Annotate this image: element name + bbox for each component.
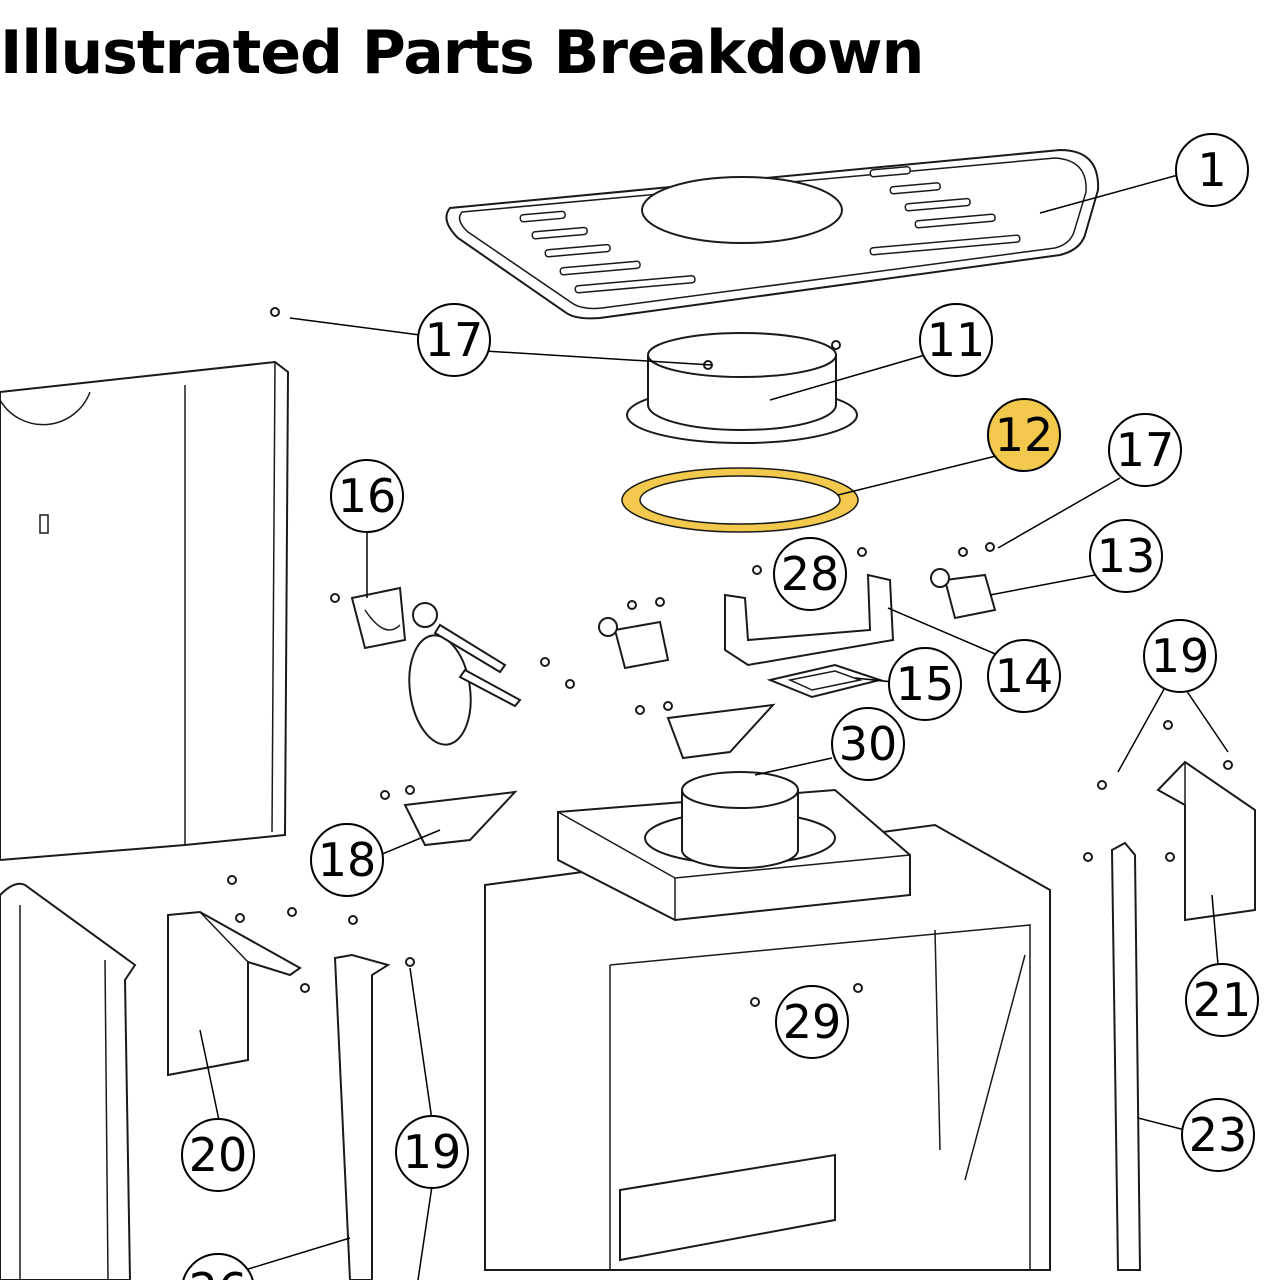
screws	[227, 307, 1233, 1007]
svg-text:26: 26	[189, 1263, 248, 1280]
callout-30[interactable]: 30	[831, 707, 905, 781]
callout-18[interactable]: 18	[310, 823, 384, 897]
part-damper-assembly[interactable]	[350, 586, 522, 749]
part-gasket-highlighted[interactable]	[621, 467, 859, 533]
part-bracket-13[interactable]	[930, 568, 997, 620]
part-small-gasket[interactable]	[766, 663, 884, 699]
svg-text:15: 15	[896, 657, 955, 711]
part-flue-collar[interactable]	[626, 332, 858, 444]
callout-12-highlighted[interactable]: 12	[987, 398, 1061, 472]
callout-21[interactable]: 21	[1185, 963, 1259, 1037]
callout-15[interactable]: 15	[888, 647, 962, 721]
part-vertical-post-left[interactable]	[333, 953, 391, 1280]
svg-text:29: 29	[783, 995, 842, 1049]
svg-text:17: 17	[1116, 423, 1175, 477]
page-title: Illustrated Parts Breakdown	[0, 18, 924, 88]
svg-text:19: 19	[1151, 629, 1210, 683]
callout-26[interactable]: 26	[182, 1253, 254, 1280]
part-bracket-left[interactable]	[598, 617, 670, 670]
callout-11[interactable]: 11	[919, 303, 993, 377]
callout-23[interactable]: 23	[1181, 1098, 1255, 1172]
part-bracket-21[interactable]	[1156, 760, 1256, 922]
svg-text:19: 19	[403, 1125, 462, 1179]
svg-text:16: 16	[338, 469, 397, 523]
svg-text:11: 11	[927, 313, 986, 367]
svg-text:23: 23	[1189, 1108, 1248, 1162]
svg-text:18: 18	[318, 833, 377, 887]
part-top-box-30[interactable]	[557, 771, 911, 922]
svg-text:13: 13	[1097, 529, 1156, 583]
part-u-bracket[interactable]	[724, 573, 895, 667]
svg-text:1: 1	[1197, 143, 1226, 197]
svg-text:20: 20	[189, 1128, 248, 1182]
part-front-trim-left[interactable]	[0, 882, 137, 1280]
callout-19-bottom[interactable]: 19	[395, 1115, 469, 1189]
svg-text:28: 28	[781, 547, 840, 601]
part-bracket-20[interactable]	[167, 910, 302, 1077]
svg-text:21: 21	[1193, 973, 1252, 1027]
svg-text:30: 30	[839, 717, 898, 771]
plate-vent-slots	[519, 166, 1021, 294]
callout-17-right[interactable]: 17	[1108, 413, 1182, 487]
svg-text:12: 12	[995, 408, 1054, 462]
callout-29[interactable]: 29	[775, 985, 849, 1059]
part-vertical-post-right[interactable]	[1110, 841, 1142, 1271]
callout-13[interactable]: 13	[1089, 519, 1163, 593]
part-deflector-upper[interactable]	[666, 703, 776, 760]
callout-20[interactable]: 20	[181, 1118, 255, 1192]
part-deflector-18[interactable]	[403, 790, 518, 847]
part-top-plate[interactable]	[445, 148, 1100, 320]
part-firebox[interactable]	[484, 823, 1051, 1271]
callout-17-top[interactable]: 17	[417, 303, 491, 377]
svg-text:14: 14	[995, 649, 1054, 703]
callout-28[interactable]: 28	[773, 537, 847, 611]
callout-1[interactable]: 1	[1175, 133, 1249, 207]
callout-19-right[interactable]: 19	[1143, 619, 1217, 693]
svg-text:17: 17	[425, 313, 484, 367]
callout-14[interactable]: 14	[987, 639, 1061, 713]
callout-16[interactable]: 16	[330, 459, 404, 533]
part-left-side-panel[interactable]	[0, 360, 290, 862]
